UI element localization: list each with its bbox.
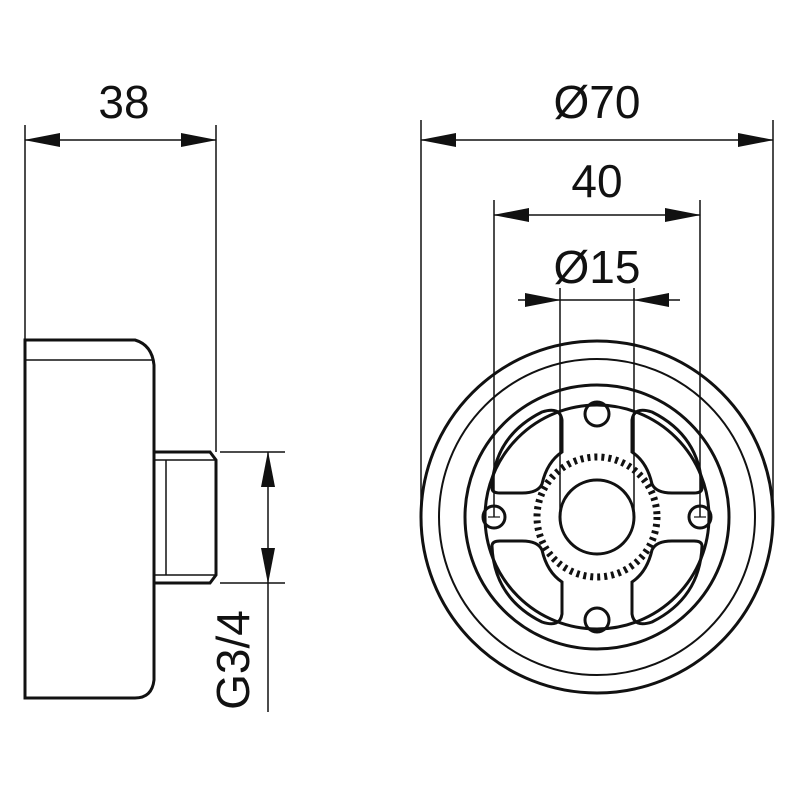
front-view-outer-rim bbox=[419, 339, 775, 695]
front-view: Ø70 40 Ø15 bbox=[419, 76, 775, 695]
front-view-slot-bottom-right bbox=[630, 539, 704, 626]
side-view: 38 G3/4 bbox=[23, 76, 285, 712]
dimension-outer-diameter-label: Ø70 bbox=[554, 76, 641, 128]
front-view-inner-rim bbox=[438, 358, 756, 676]
front-view-face-ring bbox=[463, 383, 731, 651]
front-view-slot-top-right bbox=[630, 408, 704, 495]
front-view-plate bbox=[483, 403, 711, 631]
front-view-slot-top-left bbox=[490, 408, 564, 495]
dimension-depth-label: 38 bbox=[98, 76, 149, 128]
front-view-bore bbox=[558, 478, 636, 556]
side-view-nipple bbox=[154, 450, 218, 585]
front-view-thread-ring bbox=[533, 453, 661, 581]
side-view-body bbox=[23, 338, 156, 700]
front-view-hole-top bbox=[583, 400, 611, 428]
front-view-slot-bottom-left bbox=[490, 539, 564, 626]
front-view-hole-bottom bbox=[583, 606, 611, 634]
dimension-thread-label: G3/4 bbox=[207, 610, 259, 710]
dimension-hole-spacing-label: 40 bbox=[571, 155, 622, 207]
dimension-bore-diameter-label: Ø15 bbox=[554, 241, 641, 293]
